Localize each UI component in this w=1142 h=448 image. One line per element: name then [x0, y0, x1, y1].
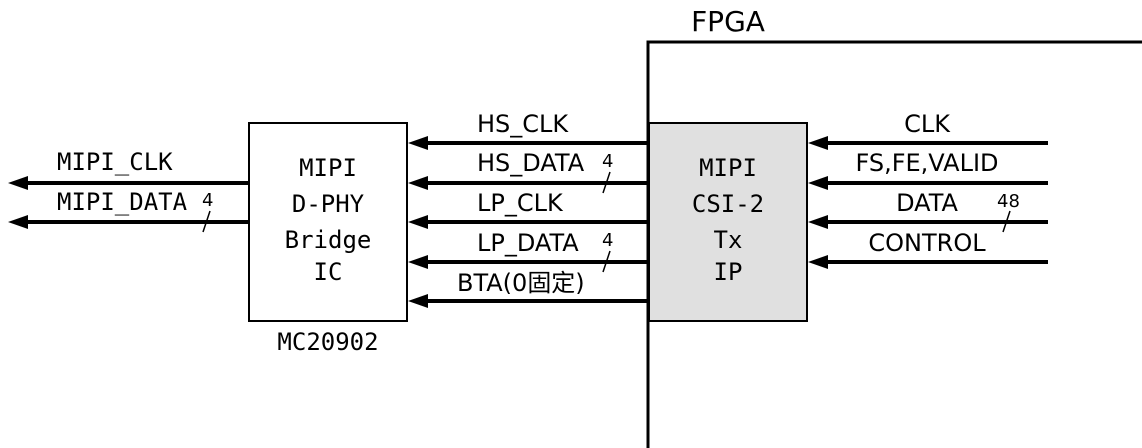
- bridge-part-number: MC20902: [277, 328, 378, 356]
- fs-fe-valid-arrowhead: [808, 176, 828, 190]
- bridge-line-1: MIPI: [299, 154, 357, 182]
- bridge-line-3: Bridge: [285, 226, 372, 254]
- lp-data-bus-slash: [602, 250, 611, 273]
- data-width: 48: [997, 191, 1020, 212]
- mipi-clk-label: MIPI_CLK: [57, 148, 173, 176]
- hs-data-label: HS_DATA: [477, 149, 585, 177]
- mipi-data-width: 4: [202, 190, 213, 211]
- bridge-ic-block: [248, 122, 408, 322]
- hs-clk-arrowhead: [408, 136, 428, 150]
- bta-arrowhead: [408, 294, 428, 308]
- data-arrowhead: [808, 215, 828, 229]
- fpga-label: FPGA: [691, 5, 765, 38]
- hs-data-width: 4: [602, 151, 613, 172]
- lp-clk-label: LP_CLK: [477, 189, 564, 217]
- csi-line-2: CSI-2: [692, 190, 764, 218]
- hs-data-arrowhead: [408, 176, 428, 190]
- lp-clk-arrowhead: [408, 215, 428, 229]
- control-arrowhead: [808, 255, 828, 269]
- bridge-line-2: D-PHY: [292, 190, 365, 218]
- mipi-data-arrowhead: [8, 215, 28, 229]
- data-bus-slash: [1002, 210, 1011, 233]
- csi-line-1: MIPI: [699, 154, 757, 182]
- mipi-data-label: MIPI_DATA: [57, 188, 188, 216]
- hs-clk-label: HS_CLK: [477, 110, 569, 138]
- lp-data-label: LP_DATA: [477, 229, 579, 257]
- bridge-line-4: IC: [314, 258, 343, 286]
- lp-data-arrowhead: [408, 255, 428, 269]
- clk-arrowhead: [808, 136, 828, 150]
- hs-data-bus-slash: [602, 171, 611, 194]
- clk-label: CLK: [904, 110, 951, 138]
- csi-line-3: Tx: [714, 226, 743, 254]
- csi-line-4: IP: [714, 258, 743, 286]
- bta-label: BTA(0固定): [457, 269, 585, 297]
- mipi-clk-arrowhead: [8, 176, 28, 190]
- lp-data-width: 4: [602, 230, 613, 251]
- mipi-data-bus-slash: [202, 210, 211, 233]
- csi-tx-block: [648, 122, 808, 322]
- fs-fe-valid-label: FS,FE,VALID: [855, 149, 998, 177]
- control-label: CONTROL: [868, 229, 986, 257]
- data-label: DATA: [896, 189, 958, 217]
